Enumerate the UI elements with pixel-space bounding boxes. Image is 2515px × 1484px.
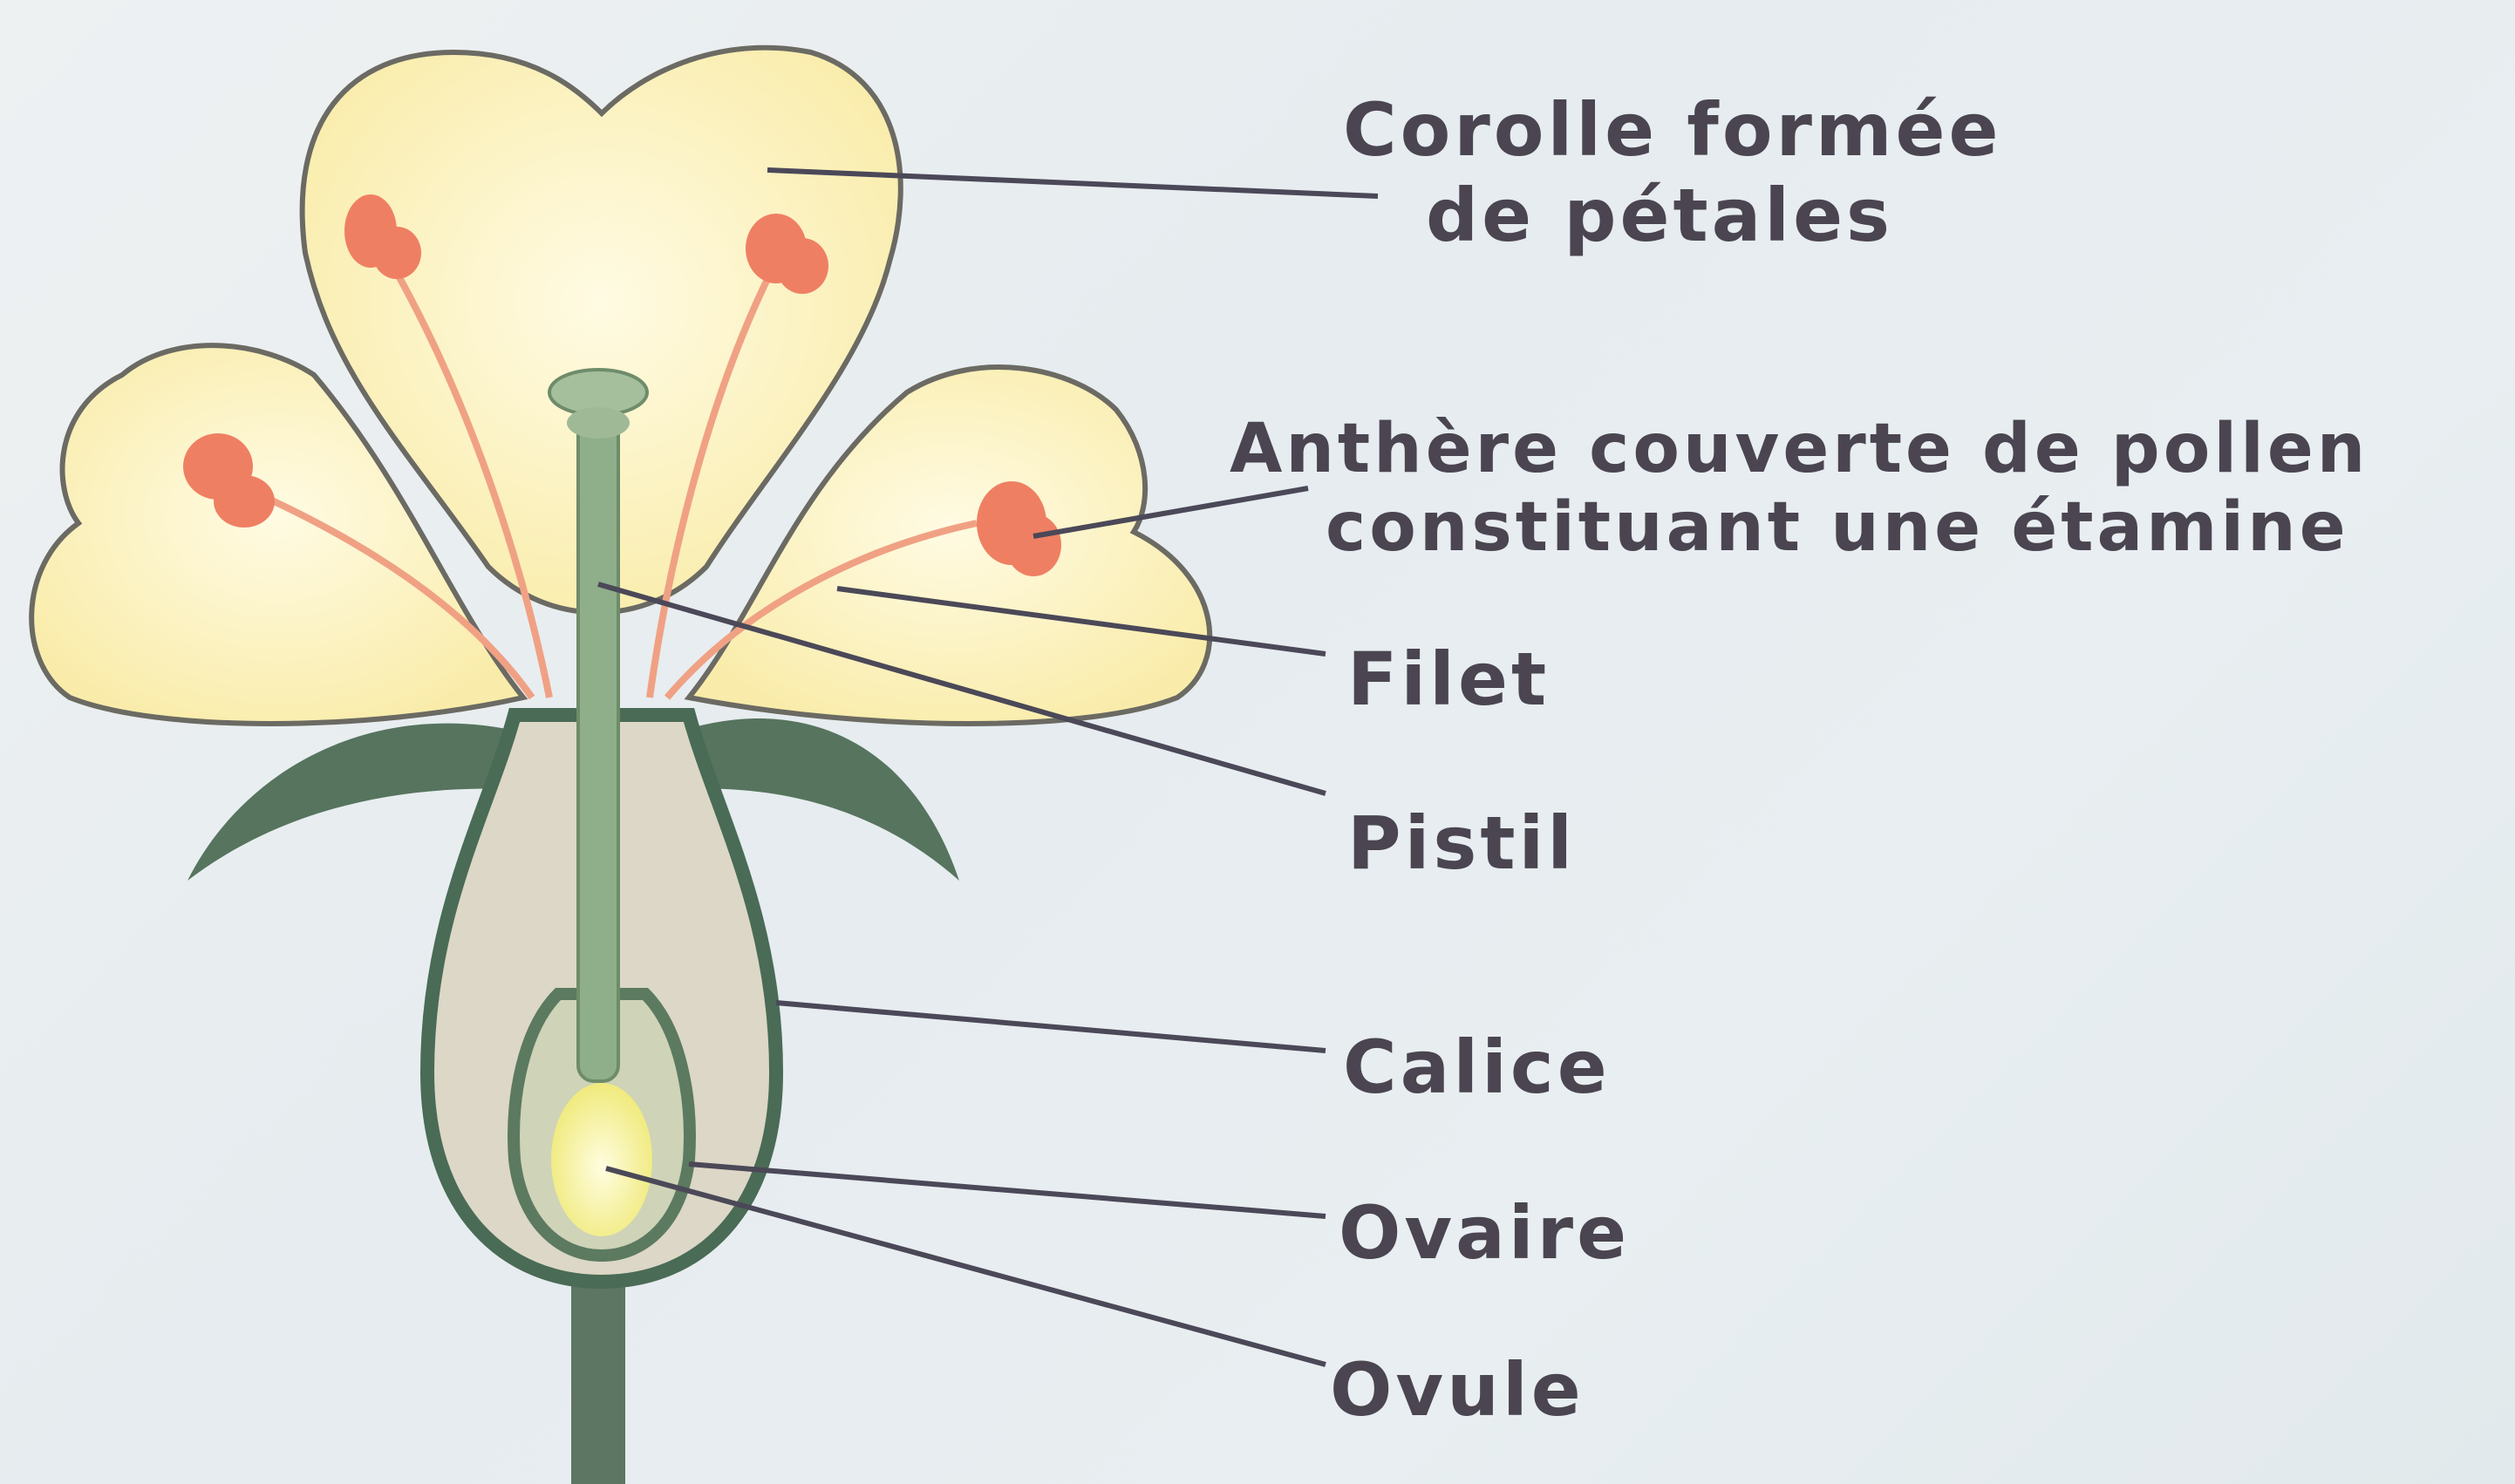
label-corolle: Corolle formée de pétales (1343, 87, 2001, 258)
label-anthere-line-1: Anthère couverte de pollen (1230, 410, 2368, 488)
label-corolle-line-2: de pétales (1343, 173, 2001, 258)
label-ovaire: Ovaire (1339, 1190, 1630, 1276)
label-corolle-line-1: Corolle formée (1343, 87, 2001, 173)
label-anthere: Anthère couverte de pollen constituant u… (1230, 410, 2368, 567)
label-ovule: Ovule (1330, 1347, 1585, 1433)
ovule-shape (551, 1083, 652, 1236)
leader-ovule (606, 1168, 1326, 1365)
label-pistil: Pistil (1347, 800, 1576, 886)
pistil-style (578, 419, 618, 1081)
leader-ovaire (689, 1164, 1326, 1216)
label-anthere-line-2: constituant une étamine (1230, 488, 2368, 567)
label-calice: Calice (1343, 1025, 1611, 1110)
pistil-stigma-base (567, 407, 630, 439)
stem (571, 1256, 625, 1484)
label-filet: Filet (1347, 636, 1550, 722)
leader-calice (776, 1003, 1326, 1051)
